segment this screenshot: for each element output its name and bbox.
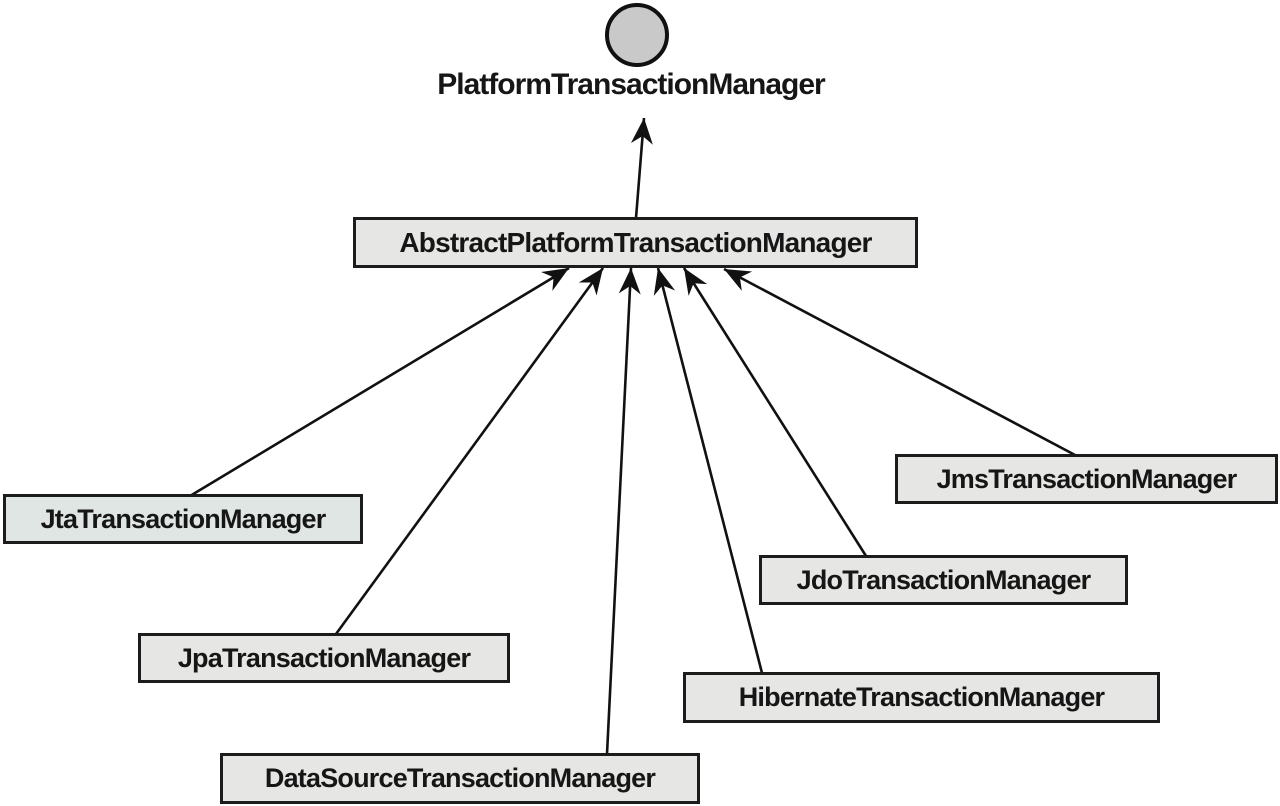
class-box-jms-transaction-manager: JmsTransactionManager <box>895 454 1278 504</box>
class-box-label: JdoTransactionManager <box>796 564 1092 595</box>
class-box-jdo-transaction-manager: JdoTransactionManager <box>759 555 1128 605</box>
class-box-label: JpaTransactionManager <box>177 642 471 673</box>
class-box-label: JmsTransactionManager <box>936 463 1238 494</box>
class-box-datasource-transaction-manager: DataSourceTransactionManager <box>220 753 700 804</box>
arrow-jms-to-abstract <box>723 267 1076 457</box>
class-box-label: HibernateTransactionManager <box>738 682 1105 712</box>
interface-lollipop-icon <box>605 3 669 67</box>
class-box-label: JtaTransactionManager <box>40 503 327 534</box>
arrow-hibernate-to-abstract <box>653 267 764 674</box>
class-box-hibernate-transaction-manager: HibernateTransactionManager <box>683 672 1160 723</box>
arrow-datasource-to-abstract <box>605 267 641 755</box>
class-box-label: AbstractPlatformTransactionManager <box>399 226 872 258</box>
arrow-jpa-to-abstract <box>334 267 605 635</box>
class-box-jta-transaction-manager: JtaTransactionManager <box>3 494 363 544</box>
arrow-abstract-to-interface <box>630 117 653 219</box>
arrow-jdo-to-abstract <box>682 267 868 557</box>
interface-label: PlatformTransactionManager <box>437 68 825 101</box>
class-box-abstract-platform-transaction-manager: AbstractPlatformTransactionManager <box>353 217 918 268</box>
arrow-jta-to-abstract <box>189 266 570 498</box>
class-box-label: DataSourceTransactionManager <box>264 763 656 793</box>
class-box-jpa-transaction-manager: JpaTransactionManager <box>138 633 510 683</box>
